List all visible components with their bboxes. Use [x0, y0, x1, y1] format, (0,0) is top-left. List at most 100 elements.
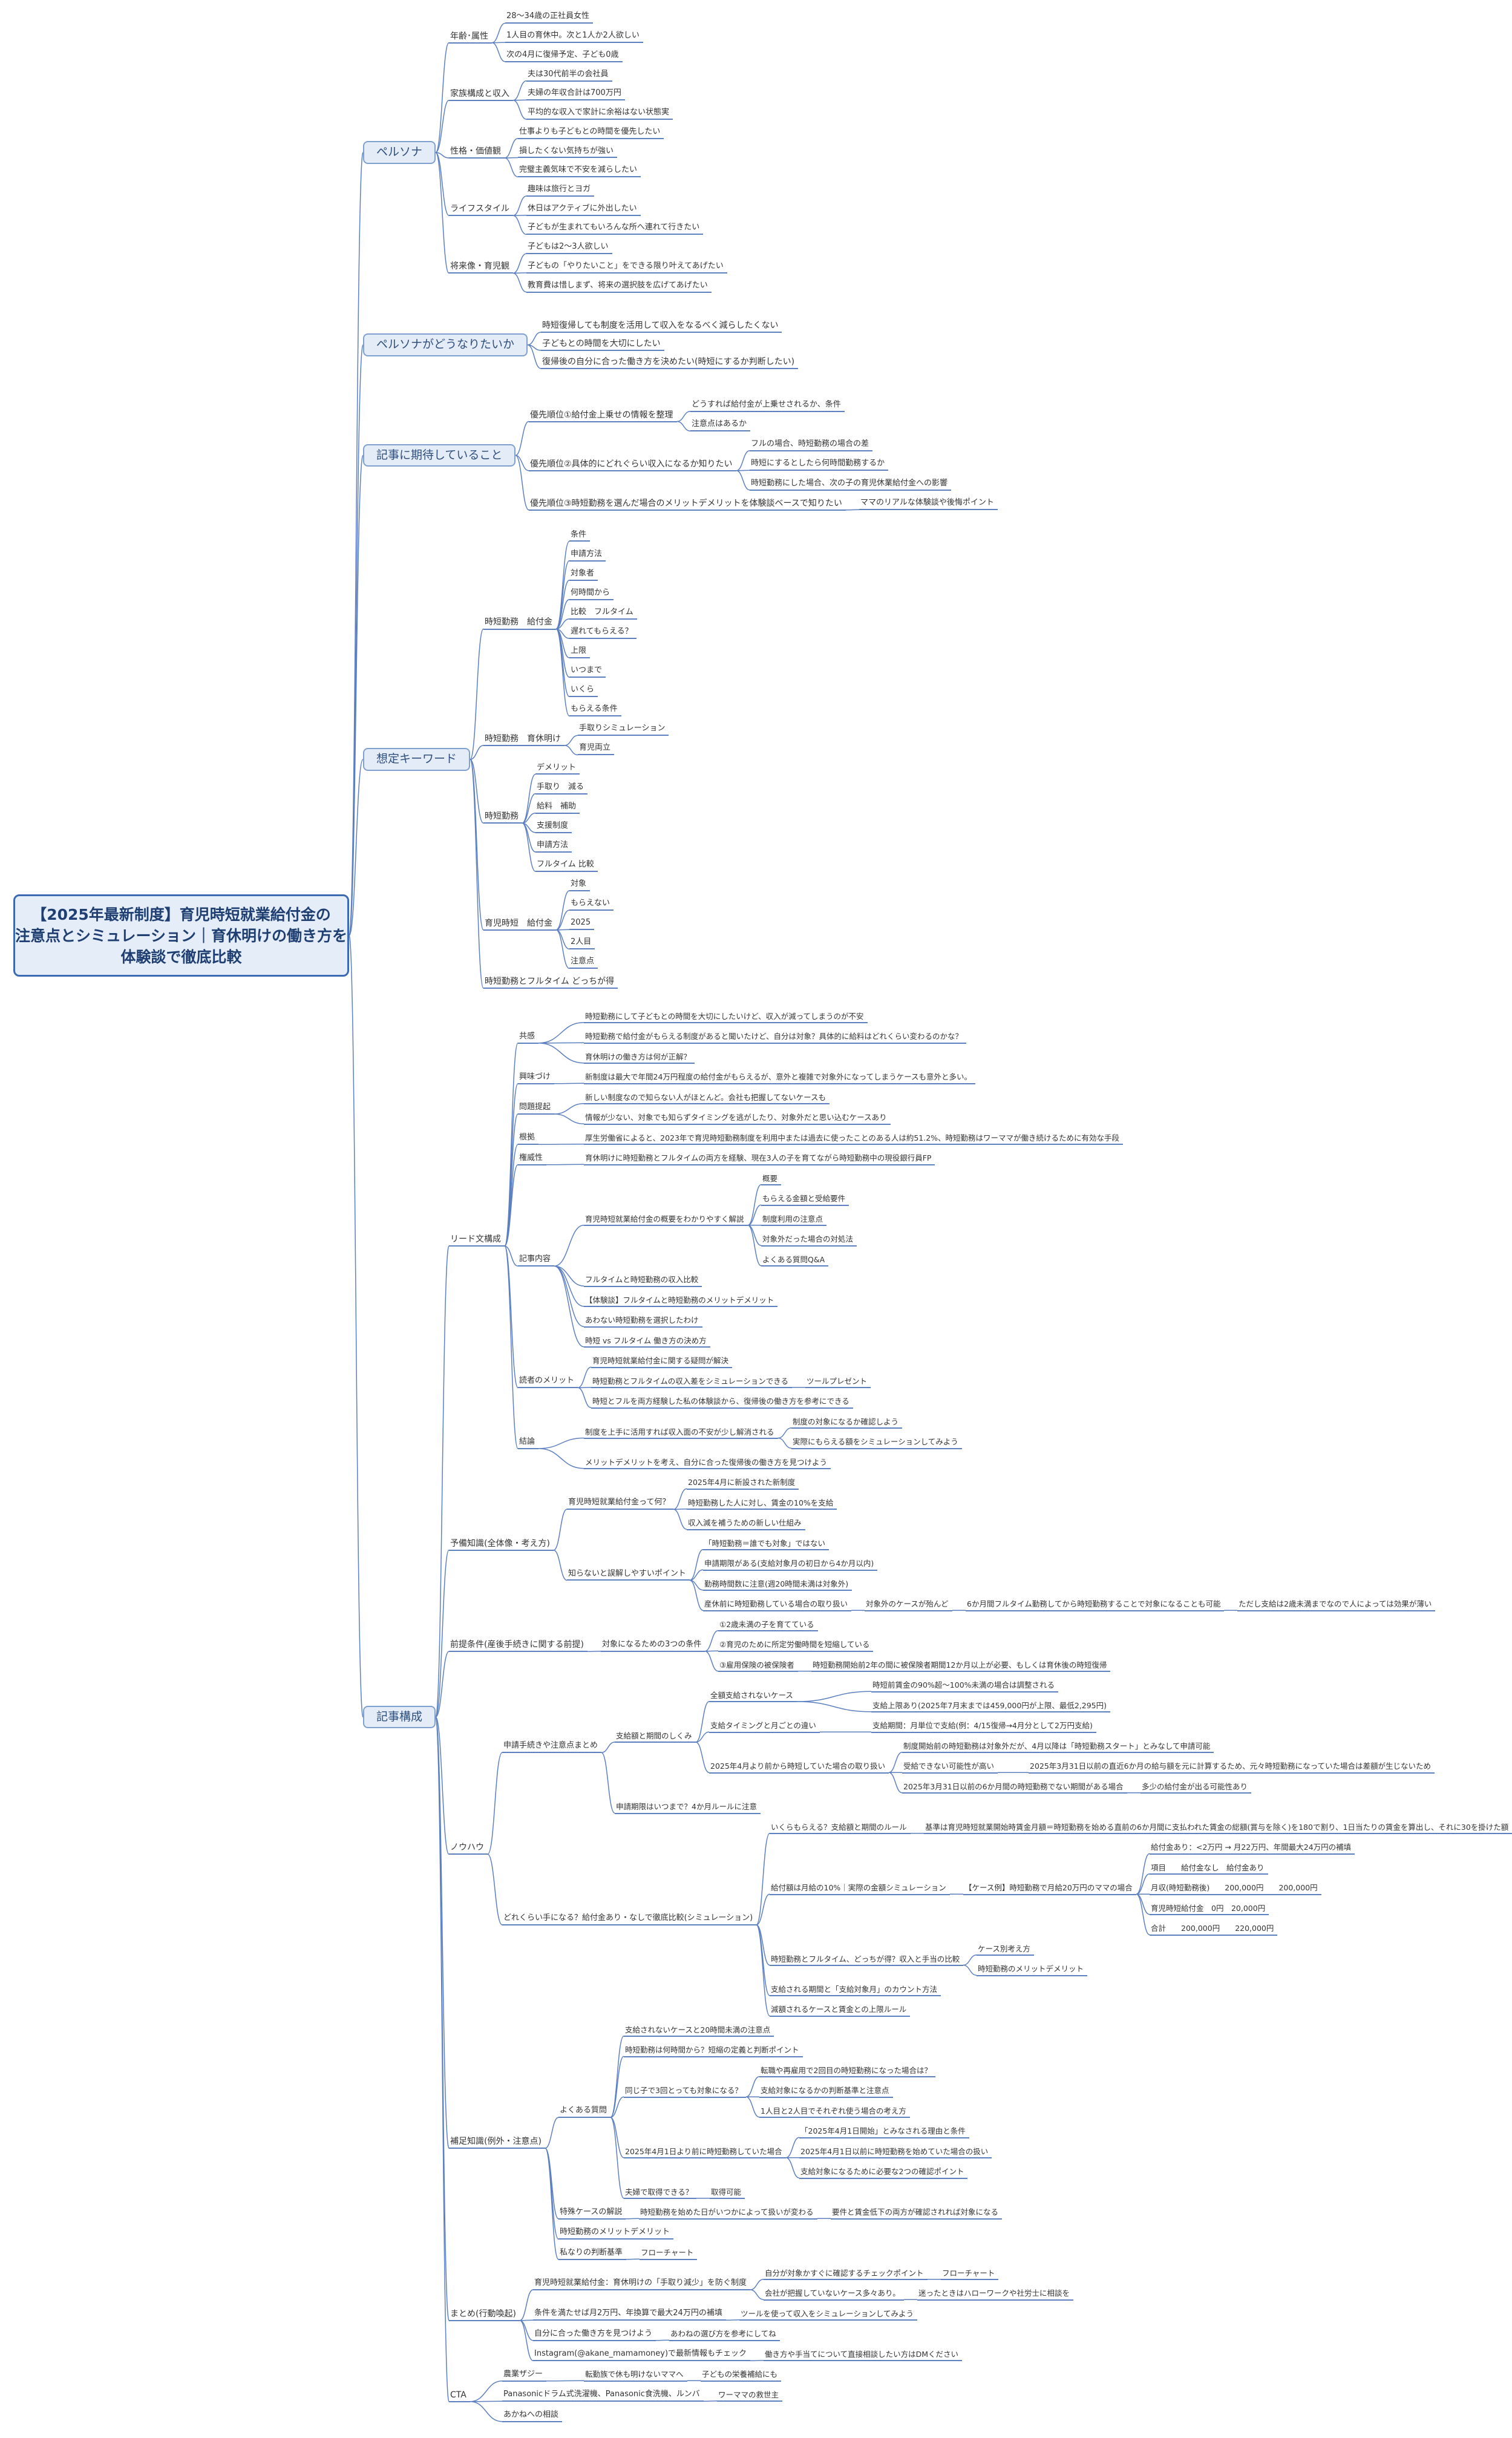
topic-5-2-2-4-1-1-1[interactable]: ただし支給は2歳未満までなので人によっては効果が薄い	[1237, 1600, 1436, 1611]
topic-5-2-1[interactable]: 育児時短就業給付金って何？	[567, 1498, 674, 1510]
topic-5-5-2[interactable]: 特殊ケースの解説	[558, 2207, 626, 2220]
topic-5-4-2-2-1-2[interactable]: 項目 給付金なし 給付金あり	[1150, 1863, 1268, 1875]
main-branch-1[interactable]: ペルソナ	[363, 141, 436, 164]
topic-5-1-8[interactable]: 結論	[518, 1437, 539, 1449]
topic-5-7-1[interactable]: 農業ザジー	[502, 2370, 547, 2382]
topic-4-1-7[interactable]: 上限	[569, 646, 591, 658]
topic-5-4-1-1-1[interactable]: 全額支給されないケース	[709, 1691, 797, 1703]
topic-4-3-6[interactable]: フルタイム 比較	[535, 860, 598, 872]
topic-5-4-1-1-1-2[interactable]: 支給上限あり(2025年7月末までは459,000円が上限、最低2,295円)	[871, 1701, 1110, 1713]
topic-5-1-8-1-1[interactable]: 制度の対象になるか確認しよう	[791, 1417, 903, 1429]
topic-5-4-2-2-1-1[interactable]: 給付金あり：<2万円 → 月22万円、年間最大24万円の補填	[1150, 1843, 1355, 1855]
topic-1-5-1[interactable]: 子どもは2〜3人欲しい	[526, 242, 612, 255]
topic-3-3[interactable]: 優先順位③時短勤務を選んだ場合のメリットデメリットを体験談ベースで知りたい	[529, 499, 846, 511]
topic-2-2[interactable]: 子どもとの時間を大切にしたい	[541, 339, 664, 352]
topic-5-4-1-1-3-2[interactable]: 受給できない可能性が高い	[902, 1762, 998, 1774]
topic-5-5-1-3[interactable]: 同じ子で3回とっても対象になる？	[624, 2086, 746, 2098]
topic-5-4-1-1-3[interactable]: 2025年4月より前から時短していた場合の取り扱い	[709, 1762, 889, 1774]
topic-1-2-1[interactable]: 夫は30代前半の会社員	[526, 70, 612, 82]
topic-5-1-7-3[interactable]: 時短とフルを両方経験した私の体験談から、復帰後の働き方を参考にできる	[591, 1397, 853, 1409]
topic-5-3-1-3[interactable]: ③雇用保険の被保険者	[718, 1660, 798, 1673]
topic-5-2-2[interactable]: 知らないと誤解しやすいポイント	[567, 1569, 690, 1581]
topic-5-6-1-2[interactable]: 会社が把握していないケース多々あり。	[764, 2289, 904, 2301]
topic-5-5-1-4-3[interactable]: 支給対象になるために必要な2つの確認ポイント	[799, 2168, 968, 2179]
topic-1-2-3[interactable]: 平均的な収入で家計に余裕はない状態実	[526, 108, 673, 120]
topic-5-2-2-4-1[interactable]: 対象外のケースが殆んど	[865, 1600, 952, 1611]
topic-5-1-7-2-1[interactable]: ツールプレゼント	[805, 1377, 871, 1389]
topic-4-1-2[interactable]: 申請方法	[569, 549, 606, 562]
topic-5-6-1-1[interactable]: 自分が対象かすぐに確認するチェックポイント	[764, 2269, 928, 2281]
topic-5-7-2-1[interactable]: ワーママの救世主	[717, 2390, 783, 2402]
topic-1-5-3[interactable]: 教育費は惜しまず、将来の選択肢を広げてあげたい	[526, 281, 712, 293]
topic-5-1-4-1[interactable]: 厚生労働省によると、2023年で育児時短勤務制度を利用中または過去に使ったことの…	[584, 1133, 1124, 1145]
topic-3-1-1[interactable]: どうすれば給付金が上乗せされるか、条件	[690, 400, 845, 412]
topic-5-4-1-2[interactable]: 申請期限はいつまで？4か月ルールに注意	[615, 1803, 761, 1814]
topic-3-1-2[interactable]: 注意点はあるか	[690, 419, 751, 432]
topic-1-3-3[interactable]: 完璧主義気味で不安を減らしたい	[518, 165, 641, 178]
topic-5-4-2-2-1-4[interactable]: 育児時短給付金 0円 20,000円	[1150, 1904, 1269, 1916]
topic-5-1-6[interactable]: 記事内容	[518, 1254, 555, 1267]
root-topic[interactable]: 【2025年最新制度】育児時短就業給付金の 注意点とシミュレーション｜育休明けの…	[13, 894, 349, 977]
topic-5-1-7-1[interactable]: 育児時短就業給付金に関する疑問が解決	[591, 1357, 733, 1368]
topic-5-4-1-1-3-2-1[interactable]: 2025年3月31日以前の直近6か月の給与額を元に計算するため、元々時短勤務にな…	[1029, 1762, 1435, 1774]
topic-5-1-1-1[interactable]: 時短勤務にして子どもとの時間を大切にしたいけど、収入が減ってしまうのが不安	[584, 1012, 868, 1024]
topic-5-6-4[interactable]: Instagram(@akane_mamamoney)で最新情報もチェック	[533, 2349, 751, 2362]
topic-1-1-1[interactable]: 28〜34歳の正社員女性	[505, 11, 594, 24]
topic-4-1-10[interactable]: もらえる条件	[569, 704, 621, 717]
topic-5-1-2-1[interactable]: 新制度は最大で年間24万円程度の給付金がもらえるが、意外と複雑で対象外になってし…	[584, 1073, 976, 1084]
topic-5-1-5[interactable]: 権威性	[518, 1153, 547, 1165]
topic-4-3-4[interactable]: 支援制度	[535, 821, 572, 833]
topic-5-5-1[interactable]: よくある質問	[558, 2106, 611, 2119]
topic-5-4-2-5[interactable]: 減額されるケースと賃金との上限ルール	[770, 2005, 911, 2017]
topic-5-4-2[interactable]: どれくらい手になる？給付金あり・なしで徹底比較(シミュレーション)	[502, 1913, 757, 1925]
topic-5-1-7-2[interactable]: 時短勤務とフルタイムの収入差をシミュレーションできる	[591, 1377, 793, 1389]
topic-5-1-6-1-2[interactable]: もらえる金額と受給要件	[761, 1194, 849, 1206]
topic-5-5-3[interactable]: 時短勤務のメリットデメリット	[558, 2227, 674, 2240]
topic-5-6-1-2-1[interactable]: 迷ったときはハローワークや社労士に相談を	[917, 2289, 1074, 2301]
topic-5-4-2-2[interactable]: 給付額は月給の10%｜実際の金額シミュレーション	[770, 1884, 950, 1895]
topic-5-6-3[interactable]: 自分に合った働き方を見つけよう	[533, 2329, 656, 2341]
topic-4-3-1[interactable]: デメリット	[535, 763, 580, 775]
topic-4-5[interactable]: 時短勤務とフルタイム どっちが得	[483, 977, 618, 989]
topic-5-5-1-5[interactable]: 夫婦で取得できる？	[624, 2187, 697, 2200]
topic-5-5-1-4-1[interactable]: 「2025年4月1日開始」とみなされる理由と条件	[799, 2127, 969, 2138]
topic-5-7-2[interactable]: Panasonicドラム式洗濯機、Panasonic食洗機、ルンバ	[502, 2390, 704, 2402]
topic-5-1-6-4[interactable]: あわない時短勤務を選択したわけ	[584, 1316, 702, 1328]
topic-5-1-1-3[interactable]: 育休明けの働き方は何が正解？	[584, 1052, 695, 1064]
topic-5-7-1-1[interactable]: 転勤族で休も明けないママへ	[584, 2370, 687, 2382]
topic-1-5-2[interactable]: 子どもの「やりたいこと」をできる限り叶えてあげたい	[526, 261, 727, 274]
topic-3-2-1[interactable]: フルの場合、時短勤務の場合の差	[750, 439, 873, 451]
topic-4-4-3[interactable]: 2025	[569, 918, 595, 931]
topic-5-1-5-1[interactable]: 育休明けに時短勤務とフルタイムの両方を経験、現在3人の子を育てながら時短勤務中の…	[584, 1154, 935, 1165]
topic-5-1-7[interactable]: 読者のメリット	[518, 1376, 578, 1389]
topic-1-1-2[interactable]: 1人目の育休中。次と1人か2人欲しい	[505, 31, 643, 44]
topic-5-6-1[interactable]: 育児時短就業給付金：育休明けの「手取り減少」を防ぐ制度	[533, 2278, 751, 2290]
topic-5-5-1-3-2[interactable]: 支給対象になるかの判断基準と注意点	[759, 2086, 893, 2098]
topic-5-1-3-2[interactable]: 情報が少ない、対象でも知らずタイミングを逃がしたり、対象外だと思い込むケースあり	[584, 1113, 891, 1125]
topic-4-1-8[interactable]: いつまで	[569, 666, 606, 678]
topic-4-2-1[interactable]: 手取りシミュレーション	[578, 724, 669, 736]
topic-4-1-9[interactable]: いくら	[569, 685, 598, 698]
topic-1-3[interactable]: 性格・価値観	[449, 146, 505, 159]
topic-5-1-1[interactable]: 共感	[518, 1032, 539, 1044]
topic-5-5-2-1[interactable]: 時短勤務を始めた日がいつかによって扱いが変わる	[639, 2208, 817, 2220]
topic-5-1-6-1-5[interactable]: よくある質問Q&A	[761, 1255, 829, 1267]
topic-5-5-1-1[interactable]: 支給されないケースと20時間未満の注意点	[624, 2025, 774, 2037]
topic-5-4-2-2-1[interactable]: 【ケース例】時短勤務で月給20万円のママの場合	[963, 1884, 1136, 1895]
topic-5-1-8-2[interactable]: メリットデメリットを考え、自分に合った復帰後の働き方を見つけよう	[584, 1458, 831, 1470]
topic-5-1-3[interactable]: 問題提起	[518, 1103, 555, 1115]
topic-4-3-3[interactable]: 給料 補助	[535, 802, 580, 814]
topic-5-4-1-1-1-1[interactable]: 時短前賃金の90%超〜100%未満の場合は調整される	[871, 1681, 1059, 1693]
topic-4-2-2[interactable]: 育児両立	[578, 743, 615, 756]
topic-3-3-1[interactable]: ママのリアルな体験談や後悔ポイント	[859, 498, 998, 511]
topic-4-1-5[interactable]: 比較 フルタイム	[569, 608, 637, 620]
topic-2-1[interactable]: 時短復帰しても制度を活用して収入をなるべく減らしたくない	[541, 321, 782, 333]
topic-5-4-2-4[interactable]: 支給される期間と「支給対象月」のカウント方法	[770, 1985, 941, 1997]
topic-5-1-6-3[interactable]: 【体験談】フルタイムと時短勤務のメリットデメリット	[584, 1296, 778, 1308]
topic-5-3-1-1[interactable]: ①2歳未満の子を育てている	[718, 1620, 818, 1632]
topic-5-5-4-1[interactable]: フローチャート	[640, 2249, 698, 2260]
topic-1-3-2[interactable]: 損したくない気持ちが強い	[518, 146, 618, 159]
main-branch-2[interactable]: ペルソナがどうなりたいか	[363, 333, 528, 356]
main-branch-3[interactable]: 記事に期待していること	[363, 444, 516, 467]
topic-5-1-6-1[interactable]: 育児時短就業給付金の概要をわかりやすく解説	[584, 1214, 748, 1227]
